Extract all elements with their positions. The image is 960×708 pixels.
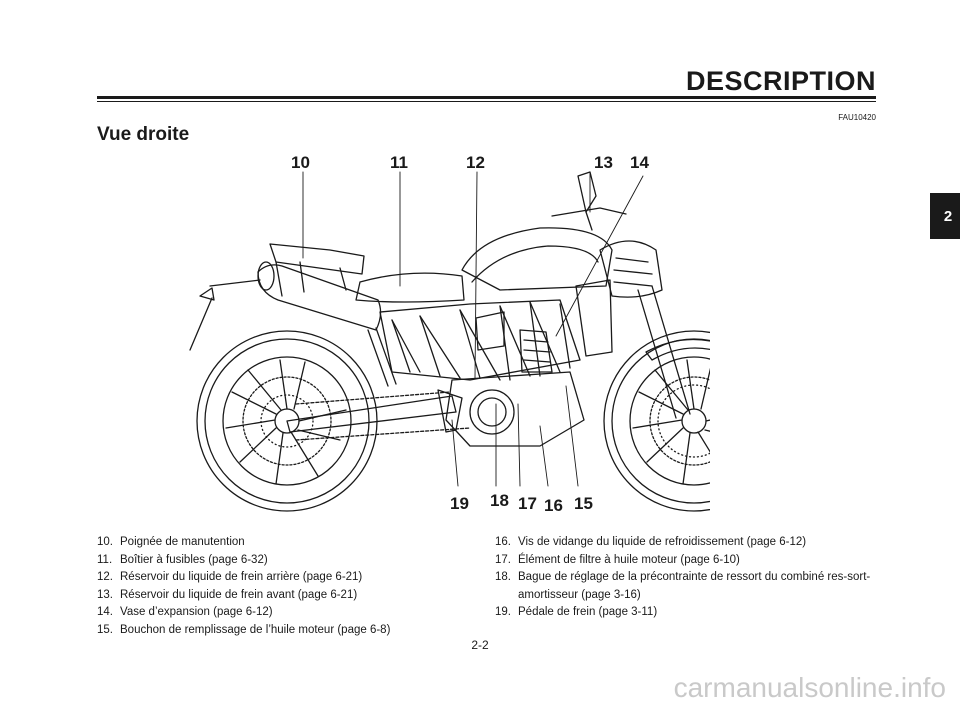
rear-wheel: [196, 330, 378, 512]
callout-19: 19: [450, 494, 469, 513]
motorcycle-right-view-figure: 10 11 12 13 14 19 18 17 16 15: [150, 150, 710, 520]
legend-item: 16.Vis de vidange du liquide de refroidi…: [495, 536, 807, 548]
legend-item: 17.Élément de filtre à huile moteur (pag…: [495, 553, 740, 566]
legend-right-column: 16.Vis de vidange du liquide de refroidi…: [495, 534, 885, 622]
callout-11: 11: [390, 153, 408, 172]
header-rule-thin: [97, 101, 876, 102]
page-number: 2-2: [471, 638, 489, 652]
callout-17: 17: [518, 494, 537, 513]
legend-item: 19.Pédale de frein (page 3-11): [495, 606, 658, 619]
callout-13: 13: [594, 153, 613, 172]
callout-14: 14: [630, 153, 649, 172]
legend-item: 15.Bouchon de remplissage de l’huile mot…: [97, 623, 391, 636]
header-rule: [97, 96, 876, 99]
page-header-title: DESCRIPTION: [685, 66, 876, 96]
callout-leader-lines: [302, 171, 644, 487]
legend-item: 14.Vase d’expansion (page 6-12): [97, 606, 273, 619]
legend-item: 13.Réservoir du liquide de frein avant (…: [97, 588, 358, 601]
chapter-tab[interactable]: 2: [930, 193, 960, 239]
motorcycle-illustration: [189, 171, 710, 512]
legend-left-column: 10.Poignée de manutention 11.Boîtier à f…: [97, 534, 477, 640]
legend-item: 11.Boîtier à fusibles (page 6-32): [97, 553, 268, 566]
callout-15: 15: [574, 494, 593, 513]
legend-item: 12.Réservoir du liquide de frein arrière…: [97, 571, 363, 584]
legend-item: 10.Poignée de manutention: [97, 536, 245, 548]
callout-18: 18: [490, 491, 509, 510]
document-code: FAU10420: [838, 113, 876, 122]
legend-item: 18.Bague de réglage de la précontrainte …: [495, 571, 871, 601]
section-title: Vue droite: [97, 124, 190, 145]
callout-12: 12: [466, 153, 485, 172]
callout-10: 10: [291, 153, 310, 172]
callout-16: 16: [544, 496, 563, 515]
watermark: carmanualsonline.info: [673, 672, 946, 703]
